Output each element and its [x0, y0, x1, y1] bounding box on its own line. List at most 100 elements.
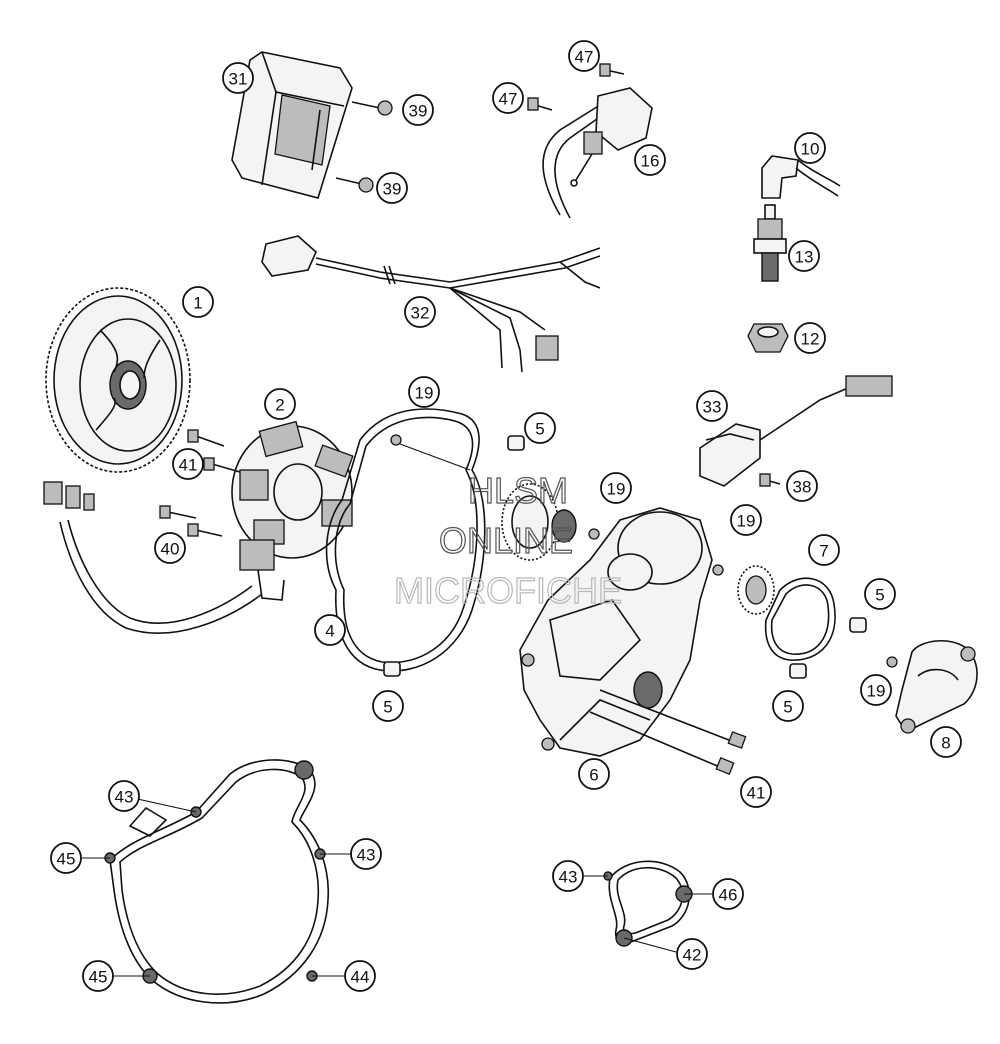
callout-circle: [794, 322, 826, 354]
callout-number: 13: [795, 248, 814, 267]
callout-number: 43: [559, 868, 578, 887]
callout-number: 19: [415, 384, 434, 403]
callout-circle: [404, 296, 436, 328]
callout-number: 39: [409, 102, 428, 121]
callout-5b: 5: [864, 578, 896, 610]
callout-number: 5: [383, 698, 392, 717]
callout-circle: [408, 376, 440, 408]
callout-circle: [402, 94, 434, 126]
callout-43a: 43: [108, 780, 140, 812]
callout-47a: 47: [568, 40, 600, 72]
part-ignition-cover: [519, 507, 713, 757]
callout-43c: 43: [552, 860, 584, 892]
watermark-line-1: HLSM: [468, 470, 568, 511]
part-regulator: [699, 375, 893, 487]
part-idler-gear: [737, 565, 775, 615]
callout-number: 43: [357, 846, 376, 865]
callout-number: 32: [411, 304, 430, 323]
callout-circle: [772, 690, 804, 722]
callout-number: 40: [161, 540, 180, 559]
part-small-gasket: [603, 860, 693, 947]
callout-number: 10: [801, 140, 820, 159]
callout-number: 6: [589, 766, 598, 785]
callout-number: 1: [193, 294, 202, 313]
callout-number: 46: [719, 886, 738, 905]
callout-31: 31: [222, 62, 254, 94]
callout-circle: [930, 726, 962, 758]
callout-number: 2: [275, 396, 284, 415]
callout-circle: [634, 144, 666, 176]
callout-circle: [50, 842, 82, 874]
callout-39a: 39: [402, 94, 434, 126]
callout-number: 42: [683, 946, 702, 965]
part-stator-cable: [43, 481, 263, 634]
callout-number: 5: [783, 698, 792, 717]
part-seal: [747, 323, 789, 353]
callout-10: 10: [794, 132, 826, 164]
part-flywheel: [45, 287, 191, 473]
part-screw-38: [759, 473, 781, 487]
part-gear: [501, 483, 577, 561]
callout-circle: [172, 448, 204, 480]
callout-12: 12: [794, 322, 826, 354]
callout-33: 33: [696, 390, 728, 422]
callout-number: 16: [641, 152, 660, 171]
callout-circle: [82, 960, 114, 992]
callout-circle: [788, 240, 820, 272]
callout-47b: 47: [492, 82, 524, 114]
callout-19a: 19: [408, 376, 440, 408]
callout-circle: [154, 532, 186, 564]
callout-5c: 5: [372, 690, 404, 722]
callout-circle: [182, 286, 214, 318]
part-spark-plug: [753, 204, 787, 282]
callout-number: 45: [89, 968, 108, 987]
callout-circle: [860, 674, 892, 706]
callout-circle: [740, 776, 772, 808]
part-bolt-47-upper: [599, 63, 625, 77]
watermark-line-2: ONLINE: [439, 520, 573, 561]
callout-number: 43: [115, 788, 134, 807]
callout-2: 2: [264, 388, 296, 420]
callout-number: 19: [867, 682, 886, 701]
callout-19b: 19: [600, 472, 632, 504]
callout-number: 5: [535, 420, 544, 439]
callout-6: 6: [578, 758, 610, 790]
callout-number: 31: [229, 70, 248, 89]
callout-circle: [350, 838, 382, 870]
callout-number: 45: [57, 850, 76, 869]
callout-circle: [372, 690, 404, 722]
callout-1: 1: [182, 286, 214, 318]
callout-13: 13: [788, 240, 820, 272]
callout-number: 41: [179, 456, 198, 475]
callout-number: 33: [703, 398, 722, 417]
part-dowel-5d: [789, 663, 807, 679]
part-spark-plug-cap: [761, 155, 841, 199]
callout-42: 42: [676, 938, 708, 970]
callout-circle: [344, 960, 376, 992]
callout-38: 38: [786, 470, 818, 502]
part-long-bolts-41: [589, 689, 747, 776]
callout-number: 5: [875, 586, 884, 605]
callout-number: 7: [819, 542, 828, 561]
callout-number: 39: [383, 180, 402, 199]
callout-41b: 41: [740, 776, 772, 808]
watermark-line-3: MICROFICHE: [394, 570, 622, 611]
part-bolt-47-left: [527, 97, 553, 111]
part-washer-19a: [390, 434, 471, 471]
part-dowel-5b: [383, 661, 401, 677]
callout-43b: 43: [350, 838, 382, 870]
callout-circle: [676, 938, 708, 970]
callout-19d: 19: [860, 674, 892, 706]
part-small-gasket-7: [764, 577, 836, 661]
callout-44: 44: [344, 960, 376, 992]
callout-circle: [600, 472, 632, 504]
callout-circle: [524, 412, 556, 444]
callout-8: 8: [930, 726, 962, 758]
callout-circle: [568, 40, 600, 72]
callout-circle: [264, 388, 296, 420]
callout-circle: [552, 860, 584, 892]
callout-number: 38: [793, 478, 812, 497]
callout-7: 7: [808, 534, 840, 566]
